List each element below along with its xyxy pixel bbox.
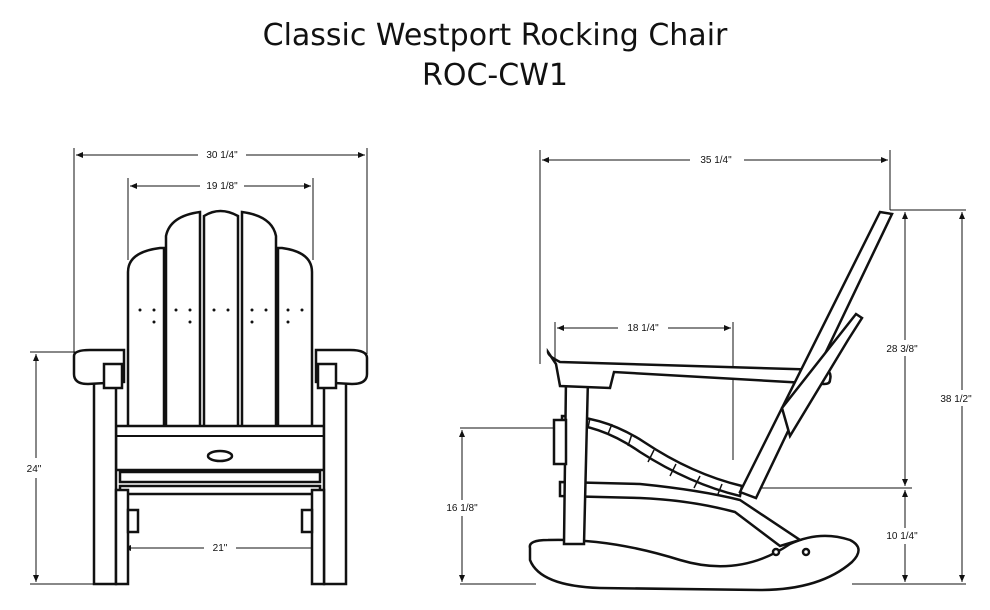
dim-label: 16 1/8" [446, 503, 478, 514]
dim-overall-width: 30 1/4" [76, 150, 365, 161]
dim-label: 30 1/4" [206, 150, 238, 161]
dim-back-width: 19 1/8" [130, 181, 311, 192]
dim-inner-width: 21" [124, 543, 318, 554]
dim-label: 21" [213, 543, 228, 554]
dim-front-height: 24" [27, 354, 42, 582]
dim-overall-depth: 35 1/4" [542, 155, 888, 166]
side-view: 35 1/4" 18 1/4" 28 3/8" 38 1/2" 16 1/8" [446, 150, 972, 592]
dim-overall-height: 38 1/2" [940, 212, 972, 582]
front-view: 30 1/4" 19 1/8" 24" 21" [27, 148, 369, 586]
dim-seat-rear-height: 10 1/4" [886, 490, 918, 582]
dim-back-height: 28 3/8" [886, 212, 918, 486]
dim-label: 19 1/8" [206, 181, 238, 192]
dim-seat-front-height: 16 1/8" [446, 430, 478, 582]
dim-label: 10 1/4" [886, 531, 918, 542]
model-number: ROC-CW1 [422, 58, 568, 93]
dim-label: 24" [27, 464, 42, 475]
dim-label: 38 1/2" [940, 394, 972, 405]
dim-label: 28 3/8" [886, 344, 918, 355]
dim-arm-depth: 18 1/4" [557, 323, 731, 334]
dim-label: 35 1/4" [700, 155, 732, 166]
dim-label: 18 1/4" [627, 323, 659, 334]
diagram-title: Classic Westport Rocking Chair [262, 18, 728, 53]
